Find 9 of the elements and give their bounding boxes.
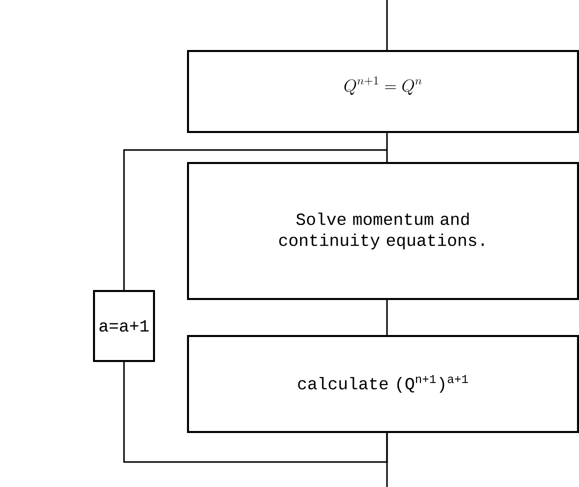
connector-line (386, 0, 388, 51)
connector-line (386, 132, 388, 163)
process-box: $Q^{n+1}=Q^{n}$ (187, 50, 579, 133)
connector-line (386, 298, 388, 336)
process-box: calculate (Q$^{n+1}$)$^{a+1}$ (187, 334, 579, 433)
process-box: a=a+1 (93, 290, 155, 362)
connector-line (123, 149, 387, 291)
connector-line (123, 360, 388, 463)
process-box: Solve momentum and continuity equations. (187, 162, 579, 300)
